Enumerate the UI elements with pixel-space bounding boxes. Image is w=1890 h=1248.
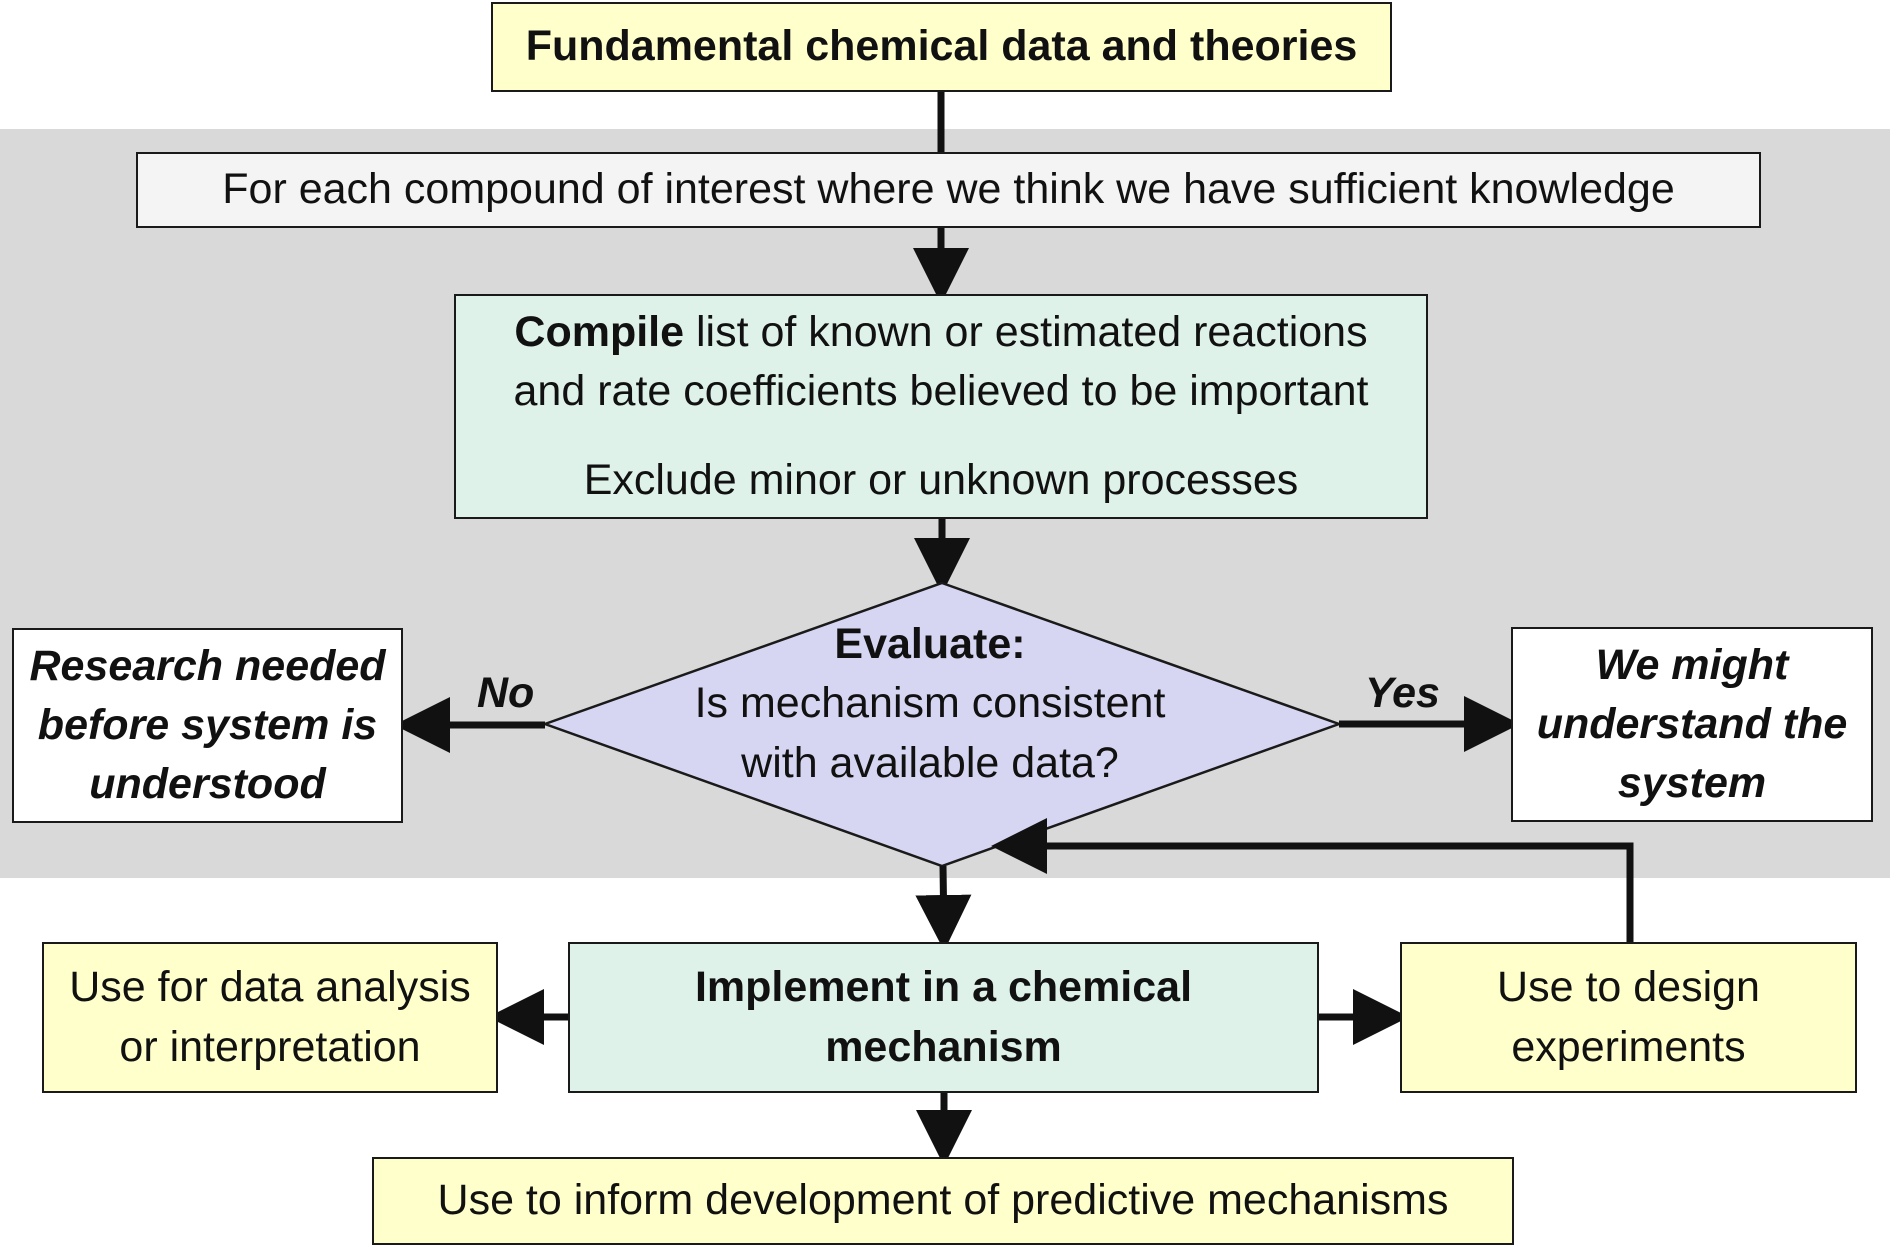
implement-line: mechanism [825,1022,1062,1071]
implement-line: Implement in a chemical [694,963,1193,1012]
data-analysis-box: Use for data analysis or interpretation [42,942,498,1093]
fundamental-data-text: Fundamental chemical data and theories [525,22,1358,71]
evaluate-text: Evaluate: Is mechanism consistent with a… [640,615,1220,793]
research-line: before system is [37,700,378,749]
arrow-design-feedback [991,818,1634,942]
inform-predictive-box: Use to inform development of predictive … [372,1157,1514,1245]
data-analysis-line: Use for data analysis [69,963,471,1012]
scope-bar: For each compound of interest where we t… [136,152,1761,228]
design-experiments-box: Use to design experiments [1400,942,1857,1093]
compile-bold-word: Compile [514,307,685,356]
evaluate-line-2: with available data? [741,738,1119,787]
compile-line-2: and rate coefficients believed to be imp… [513,366,1369,415]
evaluate-diamond [541,581,1343,868]
yes-label: Yes [1365,669,1440,717]
research-line: understood [89,760,326,809]
inform-text: Use to inform development of predictive … [437,1176,1449,1225]
evaluate-heading: Evaluate: [834,620,1026,668]
might-line: We might [1595,640,1789,689]
research-line: Research needed [29,641,386,690]
compile-exclude-line: Exclude minor or unknown processes [583,456,1299,505]
might-line: system [1617,759,1767,808]
data-analysis-line: or interpretation [119,1022,421,1071]
evaluate-line-1: Is mechanism consistent [694,679,1166,728]
fundamental-data-box: Fundamental chemical data and theories [491,2,1392,92]
might-understand-box: We might understand the system [1511,627,1873,822]
might-line: understand the [1536,699,1848,748]
scope-bar-text: For each compound of interest where we t… [222,165,1675,214]
compile-box: Compile list of known or estimated react… [454,294,1428,519]
design-line: Use to design [1497,963,1760,1012]
compile-line-1: Compile list of known or estimated react… [514,303,1367,362]
implement-mechanism-box: Implement in a chemical mechanism [568,942,1319,1093]
arrow-evaluate-to-implement [915,865,972,951]
design-line: experiments [1511,1022,1746,1071]
compile-line-1-rest: list of known or estimated reactions [684,307,1368,356]
research-needed-box: Research needed before system is underst… [12,628,403,823]
no-label: No [477,669,535,717]
